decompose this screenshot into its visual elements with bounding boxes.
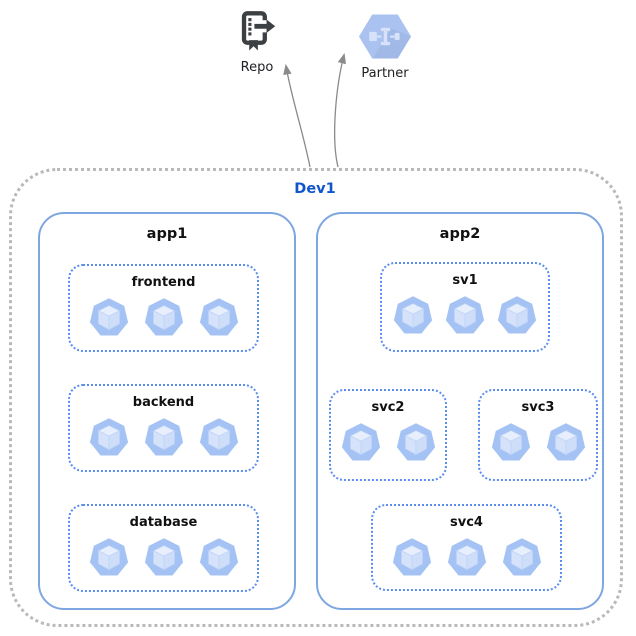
partner-hexagon-icon [358,14,412,59]
app1-box: app1 frontend backend database [38,212,296,610]
service-database-label: database [129,515,198,530]
cluster-dev1-label: Dev1 [294,181,336,197]
pod-icon [199,537,238,576]
app2-box: app2 sv1 svc2 svc3 [316,212,604,610]
pod-icon [393,295,433,334]
external-node-partner: Partner [354,13,416,81]
service-sv1: sv1 [380,262,550,352]
frontend-pods [87,295,241,339]
pod-icon [341,422,380,461]
service-frontend-label: frontend [131,275,196,290]
app1-label: app1 [146,226,188,242]
pod-icon [199,417,238,456]
edge-dev1-partner [334,52,346,168]
pod-icon [199,297,238,336]
sv1-pods [391,293,539,337]
svc3-pods [489,420,588,464]
pod-icon [144,297,183,336]
service-svc3-label: svc3 [521,400,555,415]
service-svc2-label: svc2 [371,400,405,415]
service-svc4-label: svc4 [450,515,483,530]
service-backend: backend [68,384,259,472]
pod-icon [396,422,435,461]
pod-icon [144,537,183,576]
app2-label: app2 [439,226,481,242]
pod-icon [392,537,431,576]
service-svc2: svc2 [329,389,447,481]
service-svc4: svc4 [371,504,562,591]
edge-dev1-repo [283,63,311,168]
service-svc3: svc3 [478,389,598,481]
svc2-pods [339,420,438,464]
pod-icon [546,422,585,461]
source-repository-icon [241,11,276,51]
partner-label: Partner [361,66,409,81]
pod-icon [144,417,183,456]
cluster-dev1: Dev1 app1 frontend backend [9,168,623,627]
pod-icon [447,537,486,576]
service-database: database [68,504,259,592]
pod-icon [89,417,128,456]
pod-icon [502,537,541,576]
pod-icon [491,422,530,461]
backend-pods [87,415,241,459]
pod-icon [497,295,537,334]
repo-label: Repo [240,60,274,75]
service-backend-label: backend [132,395,195,410]
svc4-pods [390,535,544,579]
external-node-repo: Repo [227,9,287,75]
pod-icon [89,537,128,576]
database-pods [87,535,241,579]
service-frontend: frontend [68,264,259,352]
service-sv1-label: sv1 [452,273,478,288]
pod-icon [445,295,485,334]
pod-icon [89,297,128,336]
